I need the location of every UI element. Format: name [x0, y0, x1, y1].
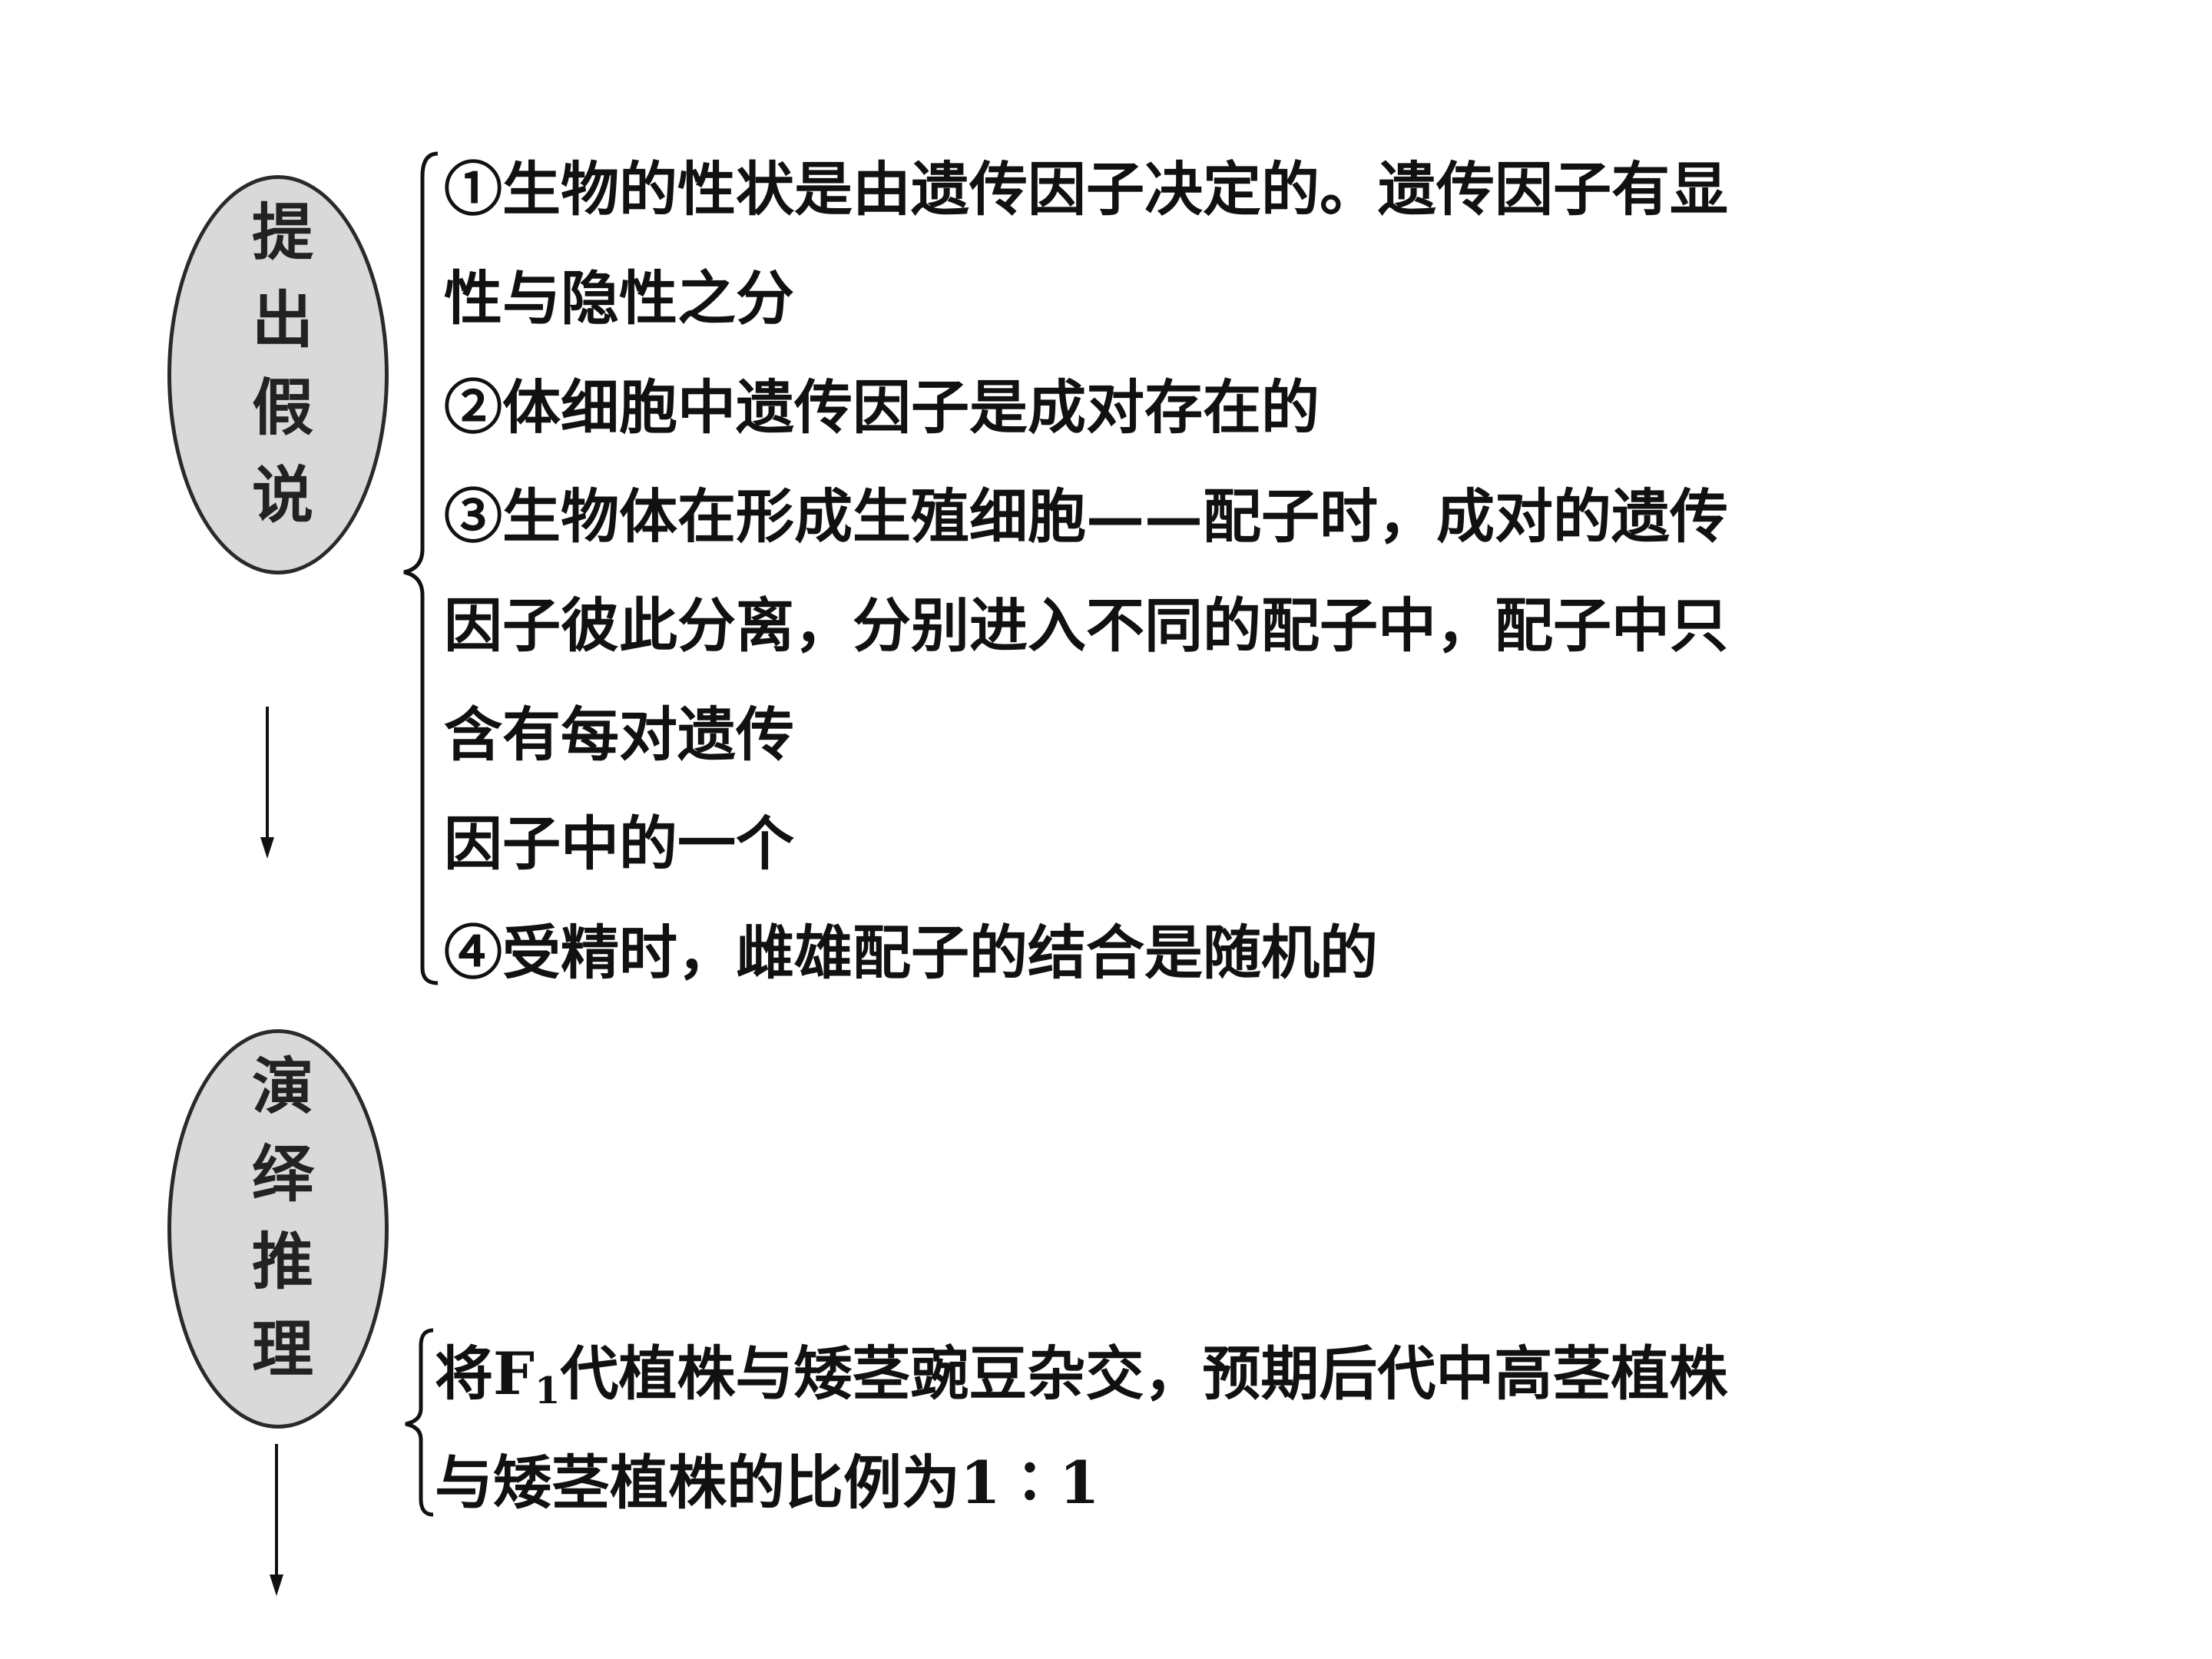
deduction-line-1-post: 代植株与矮茎豌豆杂交，预期后代中高茎植株 [560, 1339, 1728, 1408]
deduction-line-1-subscript: 1 [534, 1369, 561, 1412]
hypothesis-line-3: ②体细胞中遗传因子是成对存在的 [444, 373, 1320, 442]
hypothesis-line-7: 因子中的一个 [444, 810, 794, 878]
hypothesis-brace [403, 151, 439, 985]
deduction-line-2: 与矮茎植株的比例为1∶1 [435, 1449, 1100, 1517]
hypothesis-line-5: 因子彼此分离，分别进入不同的配子中，配子中只 [444, 591, 1728, 660]
hypothesis-line-4: ③生物体在形成生殖细胞——配子时，成对的遗传 [444, 482, 1728, 551]
hypothesis-line-1: ①生物的性状是由遗传因子决定的。遗传因子有显 [444, 155, 1728, 224]
deduction-brace [405, 1328, 434, 1517]
down-arrow-icon [270, 1444, 283, 1596]
deduction-line-1: 将F1代植株与矮茎豌豆杂交，预期后代中高茎植株 [435, 1320, 2086, 1429]
hypothesis-text-block: ①生物的性状是由遗传因子决定的。遗传因子有显 性与隐性之分 ②体细胞中遗传因子是… [444, 135, 2088, 1008]
hypothesis-oval: 提出假说 [167, 175, 389, 575]
deduction-line-1-pre: 将F [435, 1339, 535, 1408]
deduction-text-block: 将F1代植株与矮茎豌豆杂交，预期后代中高茎植株 与矮茎植株的比例为1∶1 [435, 1320, 2086, 1538]
hypothesis-label: 提出假说 [242, 200, 314, 550]
deduction-label: 演绎推理 [242, 1054, 314, 1404]
hypothesis-line-2: 性与隐性之分 [444, 264, 794, 333]
hypothesis-line-8: ④受精时，雌雄配子的结合是随机的 [444, 919, 1378, 987]
down-arrow-icon [260, 707, 274, 859]
hypothesis-line-6: 含有每对遗传 [444, 700, 794, 769]
deduction-oval: 演绎推理 [167, 1029, 389, 1429]
